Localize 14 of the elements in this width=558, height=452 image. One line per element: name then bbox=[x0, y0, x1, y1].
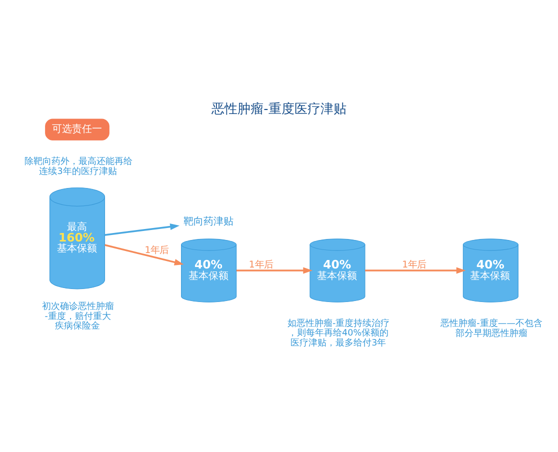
edge-label: 1年后 bbox=[402, 258, 426, 270]
arrow bbox=[365, 266, 466, 274]
arrow bbox=[104, 222, 180, 236]
arrow bbox=[104, 244, 184, 265]
node-label: 初次确诊恶性肿瘤-重度，赔付重大疾病保险金 bbox=[42, 301, 114, 332]
node-box: 可选责任一 bbox=[45, 118, 110, 140]
label: 恶性肿瘤-重度——不包含部分早期恶性肿瘤 bbox=[440, 318, 542, 338]
edge-label: 1年后 bbox=[144, 244, 169, 256]
diagram-title: 恶性肿瘤-重度医疗津贴 bbox=[212, 101, 346, 116]
node-text: 靶向药津贴 bbox=[183, 216, 234, 227]
label: 如恶性肿瘤-重度持续治疗，则每年再给40%保额的医疗津贴，最多给付3年 bbox=[287, 318, 390, 348]
label: 除靶向药外，最高还能再给连续3年的医疗津贴 bbox=[24, 156, 132, 177]
arrow bbox=[236, 266, 313, 274]
edge-label: 1年后 bbox=[248, 258, 273, 270]
